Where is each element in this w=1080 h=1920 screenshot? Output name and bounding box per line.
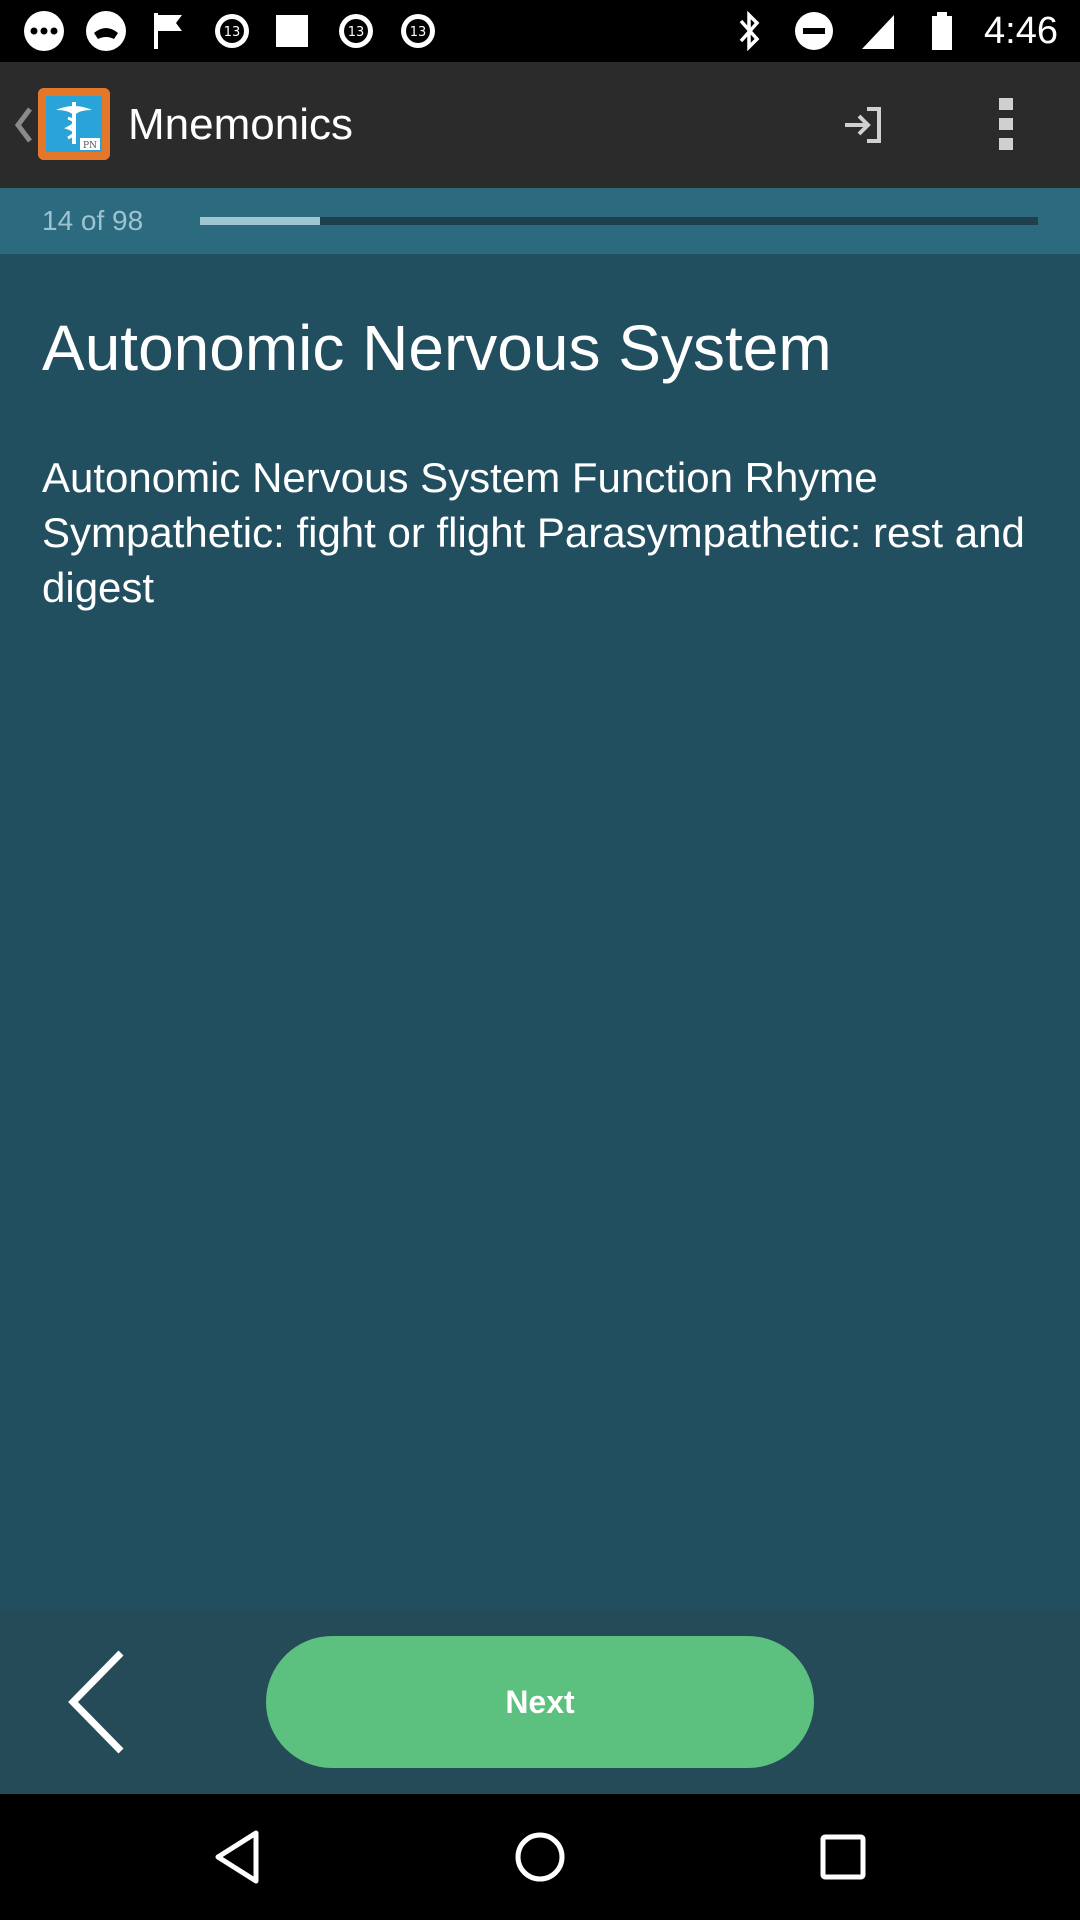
home-nav-button[interactable] <box>503 1820 577 1894</box>
svg-text:13: 13 <box>348 25 365 40</box>
system-status: 4:46 <box>728 8 1058 54</box>
login-icon <box>845 107 881 143</box>
login-button[interactable] <box>836 98 890 152</box>
card-body: Autonomic Nervous System Function Rhyme … <box>42 454 1025 611</box>
up-navigation-button[interactable] <box>8 100 38 150</box>
more-vert-icon <box>999 98 1013 150</box>
do-not-disturb-icon <box>792 9 836 53</box>
mnemonic-card: Autonomic Nervous System Autonomic Nervo… <box>0 254 1080 1610</box>
svg-text:13: 13 <box>224 25 241 40</box>
action-bar: PN Mnemonics <box>0 62 1080 188</box>
flag-icon <box>146 9 190 53</box>
abc13-icon: 13 <box>332 9 376 53</box>
signal-icon <box>856 9 900 53</box>
notification-icons: 13 13 13 <box>22 8 438 54</box>
recents-nav-button[interactable] <box>806 1820 880 1894</box>
progress-bar <box>200 217 1038 225</box>
arrow-left-icon <box>68 1650 124 1754</box>
back-triangle-icon <box>215 1830 259 1884</box>
system-navigation-bar <box>0 1794 1080 1920</box>
bottom-navigation: Next <box>0 1610 1080 1794</box>
home-circle-icon <box>515 1832 565 1882</box>
next-button[interactable]: Next <box>266 1636 814 1768</box>
recents-square-icon <box>820 1834 866 1880</box>
abc13-icon: 13 <box>208 9 252 53</box>
back-nav-button[interactable] <box>200 1820 274 1894</box>
abc13-icon: 13 <box>394 9 438 53</box>
progress-label: 14 of 98 <box>42 205 144 236</box>
battery-icon <box>920 9 964 53</box>
game-icon <box>84 9 128 53</box>
progress-strip: 14 of 98 <box>0 188 1080 254</box>
overflow-menu-button[interactable] <box>984 94 1028 154</box>
more-notifications-icon <box>22 9 66 53</box>
status-bar: 13 13 13 4:46 <box>0 0 1080 62</box>
caduceus-icon: PN <box>38 88 110 160</box>
svg-text:13: 13 <box>410 25 427 40</box>
app-icon-badge: PN <box>83 141 97 151</box>
image-icon <box>270 9 314 53</box>
bluetooth-icon <box>728 9 772 53</box>
progress-fill <box>200 217 320 225</box>
app-title: Mnemonics <box>128 100 353 149</box>
chevron-left-icon <box>14 107 32 143</box>
previous-button[interactable] <box>48 1646 144 1758</box>
app-logo[interactable]: PN <box>38 88 110 160</box>
clock: 4:46 <box>984 9 1058 52</box>
card-title: Autonomic Nervous System <box>42 312 832 384</box>
